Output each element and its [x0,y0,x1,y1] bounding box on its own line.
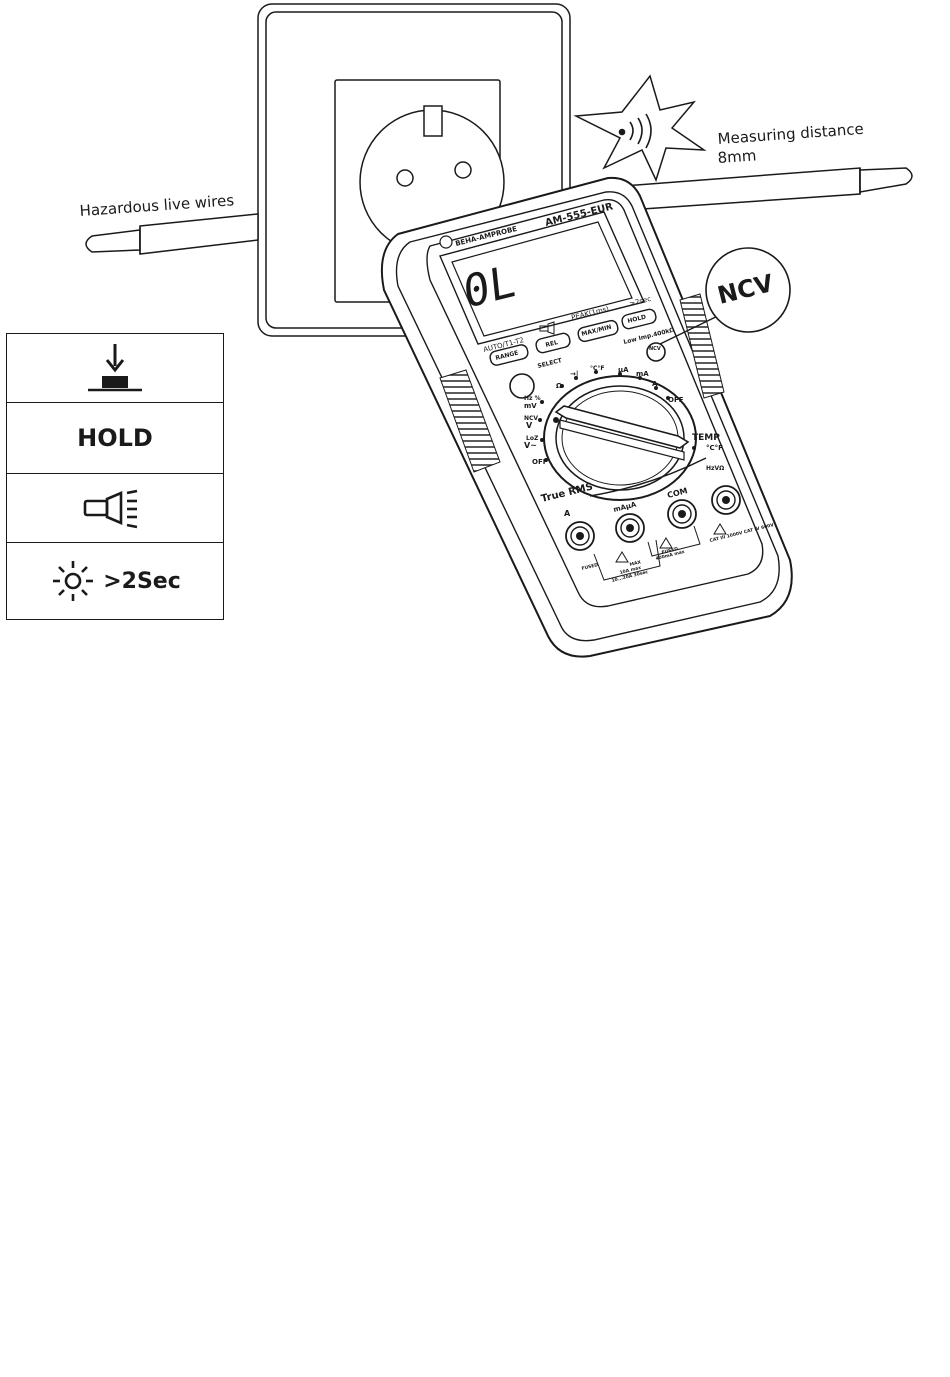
multimeter: BEHA-AMPROBE AM-555-EUR 0L AUTO/T1-T2 PE… [380,176,793,658]
rel-button-label: REL [545,339,559,349]
signal-waves-icon [618,113,652,149]
left-live-wire [85,213,259,255]
dial-hzv: HzVΩ [706,465,724,472]
socket-pin-hole-right [454,161,472,179]
hold-button[interactable]: HOLD [621,308,657,330]
left-grip [439,369,501,473]
hazardous-wires-label: Hazardous live wires [79,191,235,220]
jack-a-label: A [564,509,571,518]
ncv-button[interactable]: NCV [646,342,666,362]
press-button-icon [88,344,142,392]
hold-button-label: HOLD [627,314,647,325]
dial-v-dc: V [526,421,533,430]
dial-loz: LoZ [526,435,539,442]
dial-labels: OFF OFF TEMP °C°F Hz % mV NCV V LoZ V~ Ω… [524,365,724,472]
socket-pin-hole-left [396,169,414,187]
legend-hold-label: HOLD [77,424,153,452]
warning-triangle-icon [615,523,727,563]
brand-logo-icon [439,235,453,249]
dial-ohm: Ω [556,382,562,390]
fused2-label: FUSED [661,546,679,556]
flashlight-icon [83,489,138,529]
ncv-button-label: NCV [649,346,661,352]
ncv-callout: NCV [659,247,791,345]
backlight-sun-icon [53,561,94,601]
dial-mv: mV [524,402,537,410]
dial-temp-sym: °C°F [590,365,605,372]
rotary-knob-pointer [554,405,690,449]
dial-diode: →| [570,370,578,379]
range-button[interactable]: RANGE [489,344,529,367]
dial-off-left: OFF [532,458,548,466]
maxmin-button[interactable]: MAX/MIN [577,319,619,343]
jack-com[interactable] [667,499,697,529]
round-function-button[interactable] [509,373,535,399]
right-grip [679,293,725,399]
rel-button[interactable]: REL [535,332,571,354]
dial-ma: mA [636,370,649,378]
dial-temp: TEMP [692,433,720,443]
measuring-distance-label: Measuring distance [717,120,864,148]
dial-v-ac: V~ [524,441,537,450]
dial-hz: Hz % [524,395,541,402]
dial-off-right: OFF [668,396,684,404]
legend-backlight-label: >2Sec [103,568,181,594]
jack-maua[interactable] [615,513,645,543]
rotary-switch[interactable] [543,375,697,501]
dial-a: A [652,380,658,388]
dial-ua: µA [618,366,629,374]
backlight-button-icon [539,321,555,335]
button-legend: HOLD >2Sec [6,333,224,620]
lcd-reading: 0L [461,255,518,319]
jack-v-ohm[interactable] [711,485,741,515]
lcd-screen [451,221,633,337]
dial-ncv: NCV [524,415,538,422]
legend-row-hold: HOLD [7,403,223,474]
max-label: MAX [629,559,642,568]
legend-row-press [7,334,223,403]
dial-temp-unit: °C°F [706,444,723,452]
dial-dots [538,370,696,462]
fused-label: FUSED [581,562,599,572]
jack-a[interactable] [565,521,595,551]
ncv-signal-star [573,74,707,183]
max-rating1: 10A max [619,565,642,576]
legend-row-flashlight [7,474,223,543]
measuring-distance-value: 8mm [717,146,757,167]
legend-row-backlight: >2Sec [7,543,223,619]
socket-earth-clip [423,105,443,137]
